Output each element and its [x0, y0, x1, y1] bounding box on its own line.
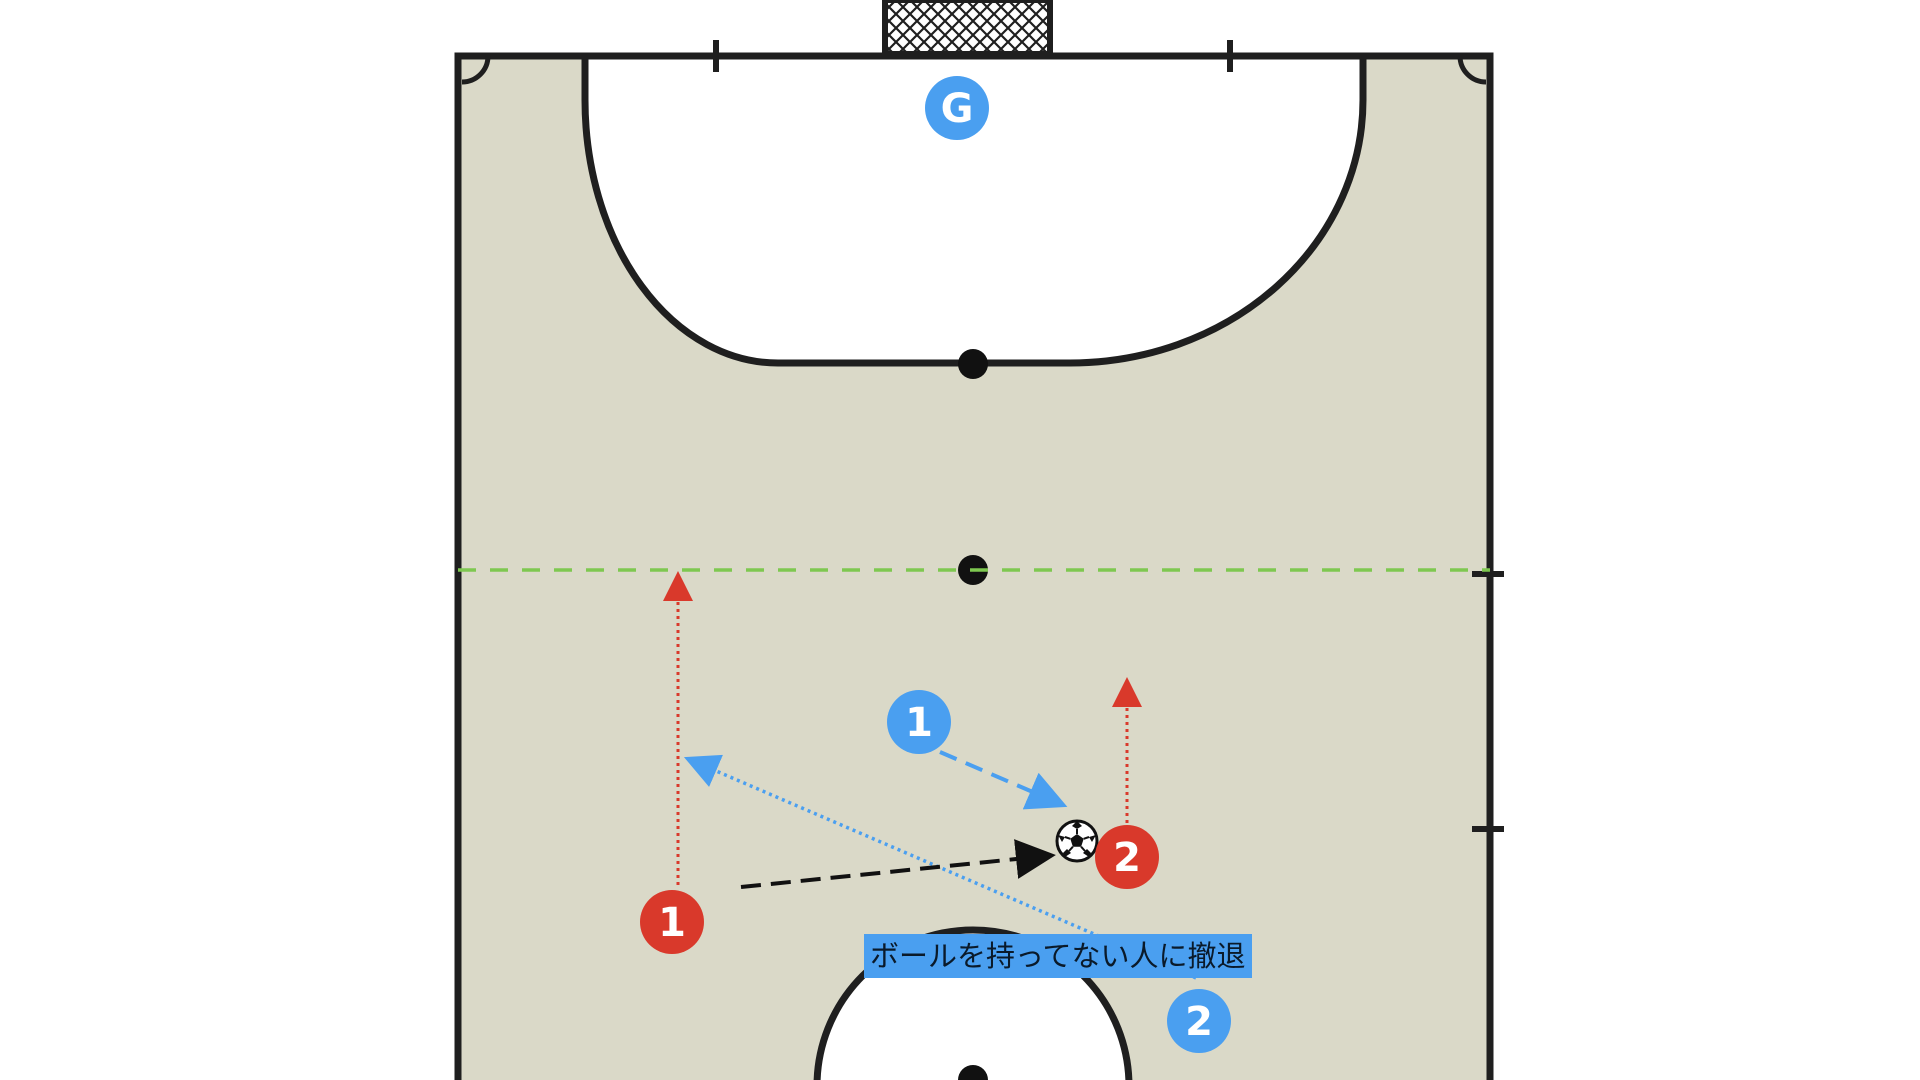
defender-1-press-arrow [939, 750, 1068, 810]
goalkeeper-marker[interactable]: G [925, 76, 989, 140]
defender-1-label: 1 [905, 700, 933, 746]
center-spot [958, 1065, 988, 1080]
penalty-spot [958, 349, 988, 379]
attacker-2-label: 2 [1113, 835, 1141, 881]
caption-label: ボールを持ってない人に撤退 [864, 934, 1252, 978]
soccer-ball-icon [1055, 819, 1099, 863]
corner-arc-right [1457, 55, 1487, 85]
goal-net-icon [882, 0, 1053, 57]
corner-arc-left [461, 55, 491, 85]
pass-arrow [740, 839, 1056, 889]
defender-2-retreat-arrow [683, 754, 1197, 980]
attacker-2-marker[interactable]: 2 [1095, 825, 1159, 889]
goalkeeper-label: G [941, 86, 974, 132]
attacker-1-label: 1 [658, 900, 686, 946]
defender-1-marker[interactable]: 1 [887, 690, 951, 754]
defender-2-label: 2 [1185, 999, 1213, 1045]
defender-2-marker[interactable]: 2 [1167, 989, 1231, 1053]
attacker-1-marker[interactable]: 1 [640, 890, 704, 954]
penalty-area [581, 52, 1367, 367]
